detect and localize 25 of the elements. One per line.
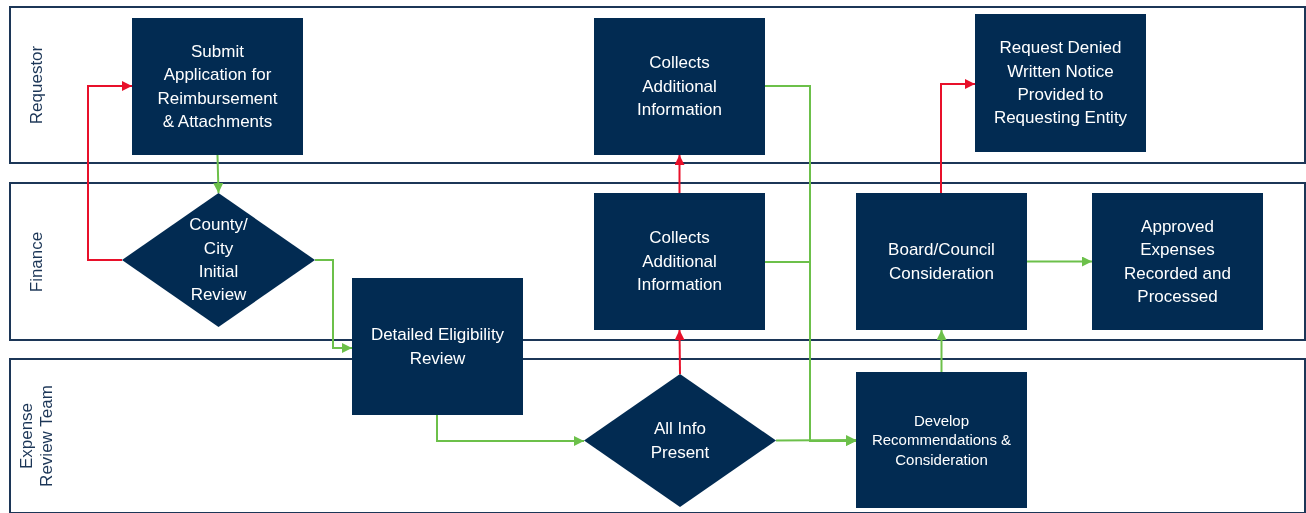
decision-diamond: County/ City Initial Review	[122, 193, 315, 327]
decision-diamond: All Info Present	[584, 374, 776, 507]
process-box: Submit Application for Reimbursement & Attachments	[132, 18, 303, 155]
arrow	[940, 79, 976, 194]
arrow	[213, 154, 224, 194]
lane-label: Requestor	[27, 44, 47, 127]
arrow	[674, 329, 685, 375]
arrow	[674, 154, 685, 194]
process-box: Board/Council Consideration	[856, 193, 1027, 330]
arrow	[936, 329, 947, 373]
process-box: Approved Expenses Recorded and Processed	[1092, 193, 1263, 330]
process-box: Detailed Eligibility Review	[352, 278, 523, 415]
process-box: Collects Additional Information	[594, 193, 765, 330]
process-box: Develop Recommendations & Consideration	[856, 372, 1027, 508]
arrow	[764, 261, 857, 446]
process-box: Request Denied Written Notice Provided to Requesting Entity	[975, 14, 1146, 152]
arrow	[436, 414, 585, 446]
arrow	[1026, 256, 1093, 267]
process-box: Collects Additional Information	[594, 18, 765, 155]
arrow	[314, 259, 353, 353]
lane-label: Expense Review Team	[17, 384, 57, 489]
lane-label: Finance	[27, 230, 47, 294]
swimlane	[9, 182, 1306, 341]
swimlane	[9, 6, 1306, 164]
arrow	[87, 81, 133, 261]
